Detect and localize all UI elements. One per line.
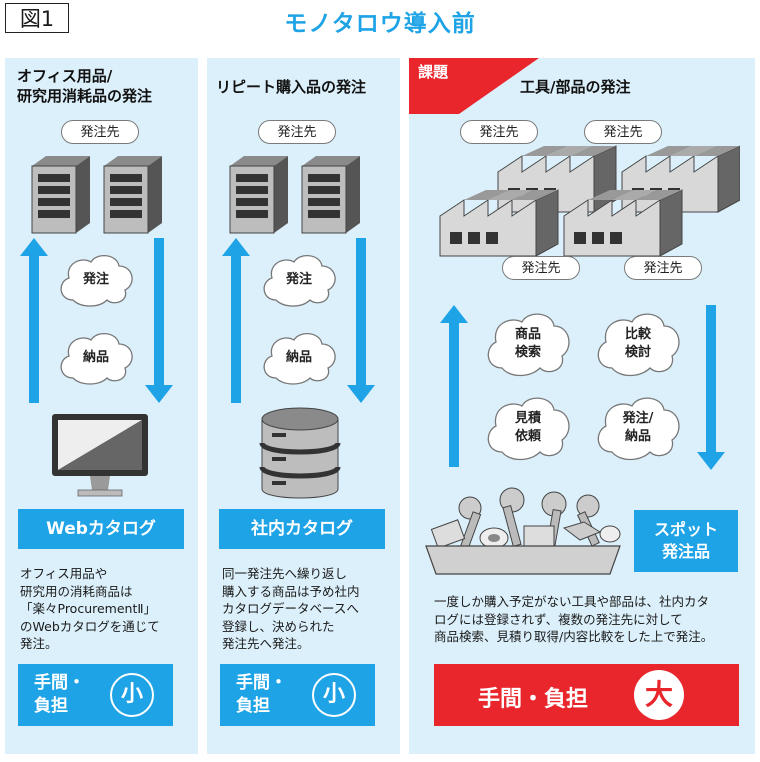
cloud-delivery-label: 納品 (285, 350, 312, 365)
cloud-product-search: 商品検索 (482, 308, 574, 380)
cloud-text-line: 商品 (514, 327, 541, 342)
arrow-down-icon (697, 305, 725, 470)
desc-line: 「楽々ProcurementⅡ」 (20, 601, 157, 616)
arrow-up-icon (440, 305, 468, 467)
catalog-internal-badge: 社内カタログ (219, 509, 385, 549)
tools-description: 一度しか購入予定がない工具や部品は、社内カタ ログには登録されず、複数の発注先に… (434, 593, 752, 646)
desc-line: 一度しか購入予定がない工具や部品は、社内カタ (434, 594, 710, 609)
cloud-quote-request: 見積依頼 (482, 392, 574, 464)
supplier-pill: 発注先 (61, 120, 139, 144)
effort-box-repeat: 手間・ 負担 小 (220, 664, 375, 726)
desc-line: 発注先へ発注。 (222, 636, 310, 651)
catalog-web-badge: Webカタログ (18, 509, 184, 549)
effort-label: 手間・ 負担 (34, 672, 85, 718)
effort-label: 手間・負担 (478, 687, 589, 712)
effort-level-small: 小 (312, 673, 356, 717)
desc-line: 登録し、決められた (222, 618, 335, 634)
cloud-order-delivery: 発注/納品 (592, 392, 684, 464)
parts-tray-icon (425, 487, 621, 575)
server-icon (31, 156, 162, 234)
cloud-compare: 比較検討 (592, 308, 684, 380)
server-icon (229, 156, 360, 234)
spot-order-line2: 発注品 (661, 542, 710, 561)
arrow-down-icon (347, 238, 375, 403)
panel-office-title-line1: オフィス用品/ (17, 67, 113, 85)
effort-label-line1: 手間・ (236, 673, 287, 693)
arrow-down-icon (145, 238, 173, 403)
cloud-text-line: 納品 (624, 429, 651, 444)
spot-order-badge: スポット 発注品 (634, 510, 738, 572)
desc-line: 同一発注先へ繰り返し (222, 566, 348, 581)
cloud-delivery: 納品 (55, 328, 137, 388)
panel-repeat-title: リピート購入品の発注 (216, 78, 367, 96)
cloud-text-line: 比較 (624, 327, 651, 342)
cloud-quote-request-label: 見積依頼 (515, 410, 541, 446)
effort-label-line2: 負担 (236, 696, 270, 716)
panel-office-title-line2: 研究用消耗品の発注 (17, 87, 153, 105)
cloud-order: 発注 (258, 250, 340, 310)
desc-line: 発注。 (20, 636, 58, 651)
desc-line: ログには登録されず、複数の発注先に対して (434, 611, 683, 627)
arrow-up-icon (20, 238, 48, 403)
desc-line: オフィス用品や (20, 566, 108, 581)
cloud-text-line: 依頼 (514, 429, 541, 444)
office-description: オフィス用品や 研究用の消耗商品は 「楽々ProcurementⅡ」 のWebカ… (20, 565, 195, 653)
cloud-text-line: 見積 (514, 411, 541, 426)
effort-level-large: 大 (634, 670, 684, 720)
panel-tools-title: 工具/部品の発注 (520, 78, 631, 96)
effort-box-office: 手間・ 負担 小 (18, 664, 173, 726)
desc-line: 購入する商品は予め社内 (222, 583, 360, 599)
factory-icon (439, 145, 740, 257)
cloud-delivery: 納品 (258, 328, 340, 388)
issue-badge-shape (409, 58, 539, 114)
cloud-order-label: 発注 (82, 272, 109, 287)
effort-label-line2: 負担 (34, 696, 68, 716)
effort-label-line1: 手間・ (34, 673, 85, 693)
repeat-description: 同一発注先へ繰り返し 購入する商品は予め社内 カタログデータベースへ 登録し、決… (222, 565, 400, 653)
effort-label: 手間・ 負担 (236, 672, 287, 718)
desc-line: 研究用の消耗商品は (20, 583, 133, 599)
panel-office-title: オフィス用品/ 研究用消耗品の発注 (17, 66, 152, 106)
cloud-text-line: 検討 (624, 345, 651, 360)
desc-line: カタログデータベースへ (222, 601, 359, 616)
supplier-pill: 発注先 (624, 256, 702, 280)
issue-badge: 課題 (418, 63, 449, 81)
desc-line: のWebカタログを通じて (20, 618, 160, 634)
arrow-up-icon (222, 238, 250, 403)
database-icon (259, 407, 341, 499)
desc-line: 商品検索、見積り取得/内容比較をした上で発注。 (434, 629, 714, 644)
cloud-compare-label: 比較検討 (625, 326, 651, 362)
figure-label: 図1 (5, 3, 69, 33)
cloud-order-label: 発注 (285, 272, 312, 287)
page-title: モノタロウ導入前 (284, 11, 476, 37)
cloud-order: 発注 (55, 250, 137, 310)
supplier-pill: 発注先 (584, 120, 662, 144)
effort-box-tools: 手間・負担 大 (434, 664, 739, 726)
cloud-text-line: 発注/ (622, 411, 654, 426)
supplier-pill: 発注先 (502, 256, 580, 280)
cloud-text-line: 検索 (514, 345, 541, 360)
effort-level-small: 小 (110, 673, 154, 717)
spot-order-line1: スポット (653, 520, 718, 539)
cloud-product-search-label: 商品検索 (515, 326, 541, 362)
supplier-pill: 発注先 (460, 120, 538, 144)
monitor-icon (52, 414, 148, 497)
supplier-pill: 発注先 (258, 120, 336, 144)
cloud-delivery-label: 納品 (82, 350, 109, 365)
cloud-order-delivery-label: 発注/納品 (623, 410, 654, 446)
